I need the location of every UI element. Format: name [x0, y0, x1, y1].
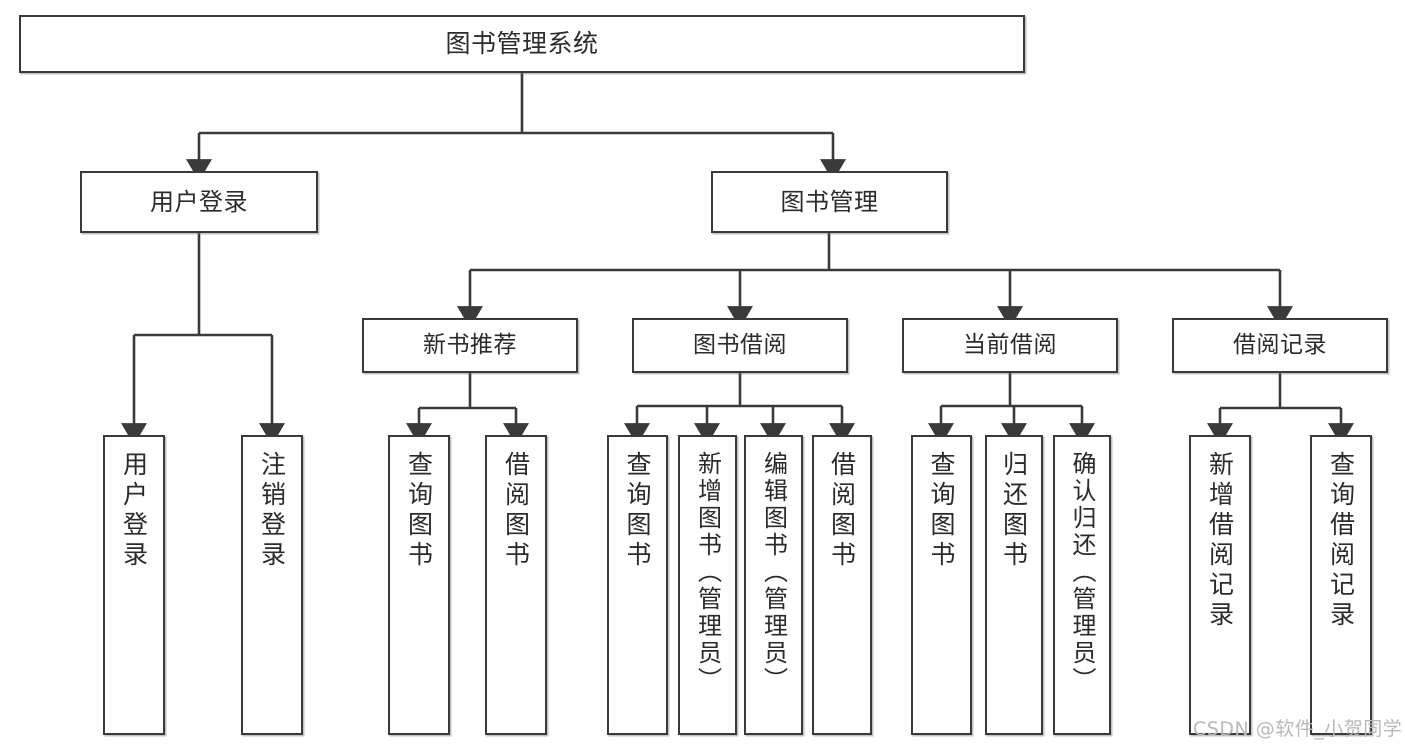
node-leaf-query-book-1[interactable]: 查询图书 — [388, 435, 450, 735]
node-leaf-user-login-label: 用户登录 — [119, 451, 149, 571]
node-leaf-borrow-book-1-label: 借阅图书 — [501, 451, 531, 571]
node-root[interactable]: 图书管理系统 — [19, 15, 1025, 73]
node-book-manage[interactable]: 图书管理 — [711, 171, 948, 233]
node-leaf-return-book[interactable]: 归还图书 — [985, 435, 1043, 735]
node-book-borrow[interactable]: 图书借阅 — [632, 318, 848, 373]
node-leaf-borrow-book-1[interactable]: 借阅图书 — [485, 435, 547, 735]
node-leaf-add-record[interactable]: 新增借阅记录 — [1189, 435, 1251, 735]
node-leaf-query-book-3-label: 查询图书 — [927, 451, 956, 571]
node-book-manage-label: 图书管理 — [780, 187, 879, 216]
node-leaf-add-book[interactable]: 新增图书（管理员） — [678, 435, 737, 735]
node-leaf-return-book-label: 归还图书 — [999, 451, 1029, 571]
node-leaf-borrow-book-2-label: 借阅图书 — [827, 451, 857, 571]
node-user-login-label: 用户登录 — [150, 187, 248, 216]
node-leaf-query-book-2-label: 查询图书 — [623, 451, 652, 571]
node-current-borrow-label: 当前借阅 — [963, 331, 1057, 358]
node-leaf-query-book-2[interactable]: 查询图书 — [607, 435, 668, 735]
node-new-book-rec[interactable]: 新书推荐 — [362, 318, 578, 373]
node-book-borrow-label: 图书借阅 — [693, 331, 787, 358]
node-user-login[interactable]: 用户登录 — [80, 171, 318, 233]
csdn-watermark: CSDN @软件_小贺同学 — [1193, 718, 1403, 740]
node-leaf-query-book-3[interactable]: 查询图书 — [911, 435, 972, 735]
node-root-label: 图书管理系统 — [445, 29, 599, 59]
node-leaf-user-login[interactable]: 用户登录 — [103, 435, 165, 735]
node-leaf-confirm-return-label: 确认归还（管理员） — [1068, 451, 1096, 694]
node-new-book-rec-label: 新书推荐 — [423, 331, 517, 358]
node-leaf-query-record-label: 查询借阅记录 — [1326, 451, 1356, 631]
node-leaf-confirm-return[interactable]: 确认归还（管理员） — [1053, 435, 1111, 735]
node-leaf-query-book-1-label: 查询图书 — [404, 451, 434, 571]
node-leaf-query-record[interactable]: 查询借阅记录 — [1310, 435, 1372, 735]
node-leaf-logout-label: 注销登录 — [257, 451, 287, 571]
node-leaf-edit-book-label: 编辑图书（管理员） — [759, 451, 788, 694]
node-leaf-add-record-label: 新增借阅记录 — [1205, 451, 1235, 631]
node-current-borrow[interactable]: 当前借阅 — [902, 318, 1118, 373]
node-leaf-logout[interactable]: 注销登录 — [241, 435, 303, 735]
node-borrow-record[interactable]: 借阅记录 — [1172, 318, 1388, 373]
node-borrow-record-label: 借阅记录 — [1233, 331, 1327, 358]
node-leaf-add-book-label: 新增图书（管理员） — [693, 451, 722, 694]
node-leaf-borrow-book-2[interactable]: 借阅图书 — [812, 435, 872, 735]
node-leaf-edit-book[interactable]: 编辑图书（管理员） — [744, 435, 803, 735]
